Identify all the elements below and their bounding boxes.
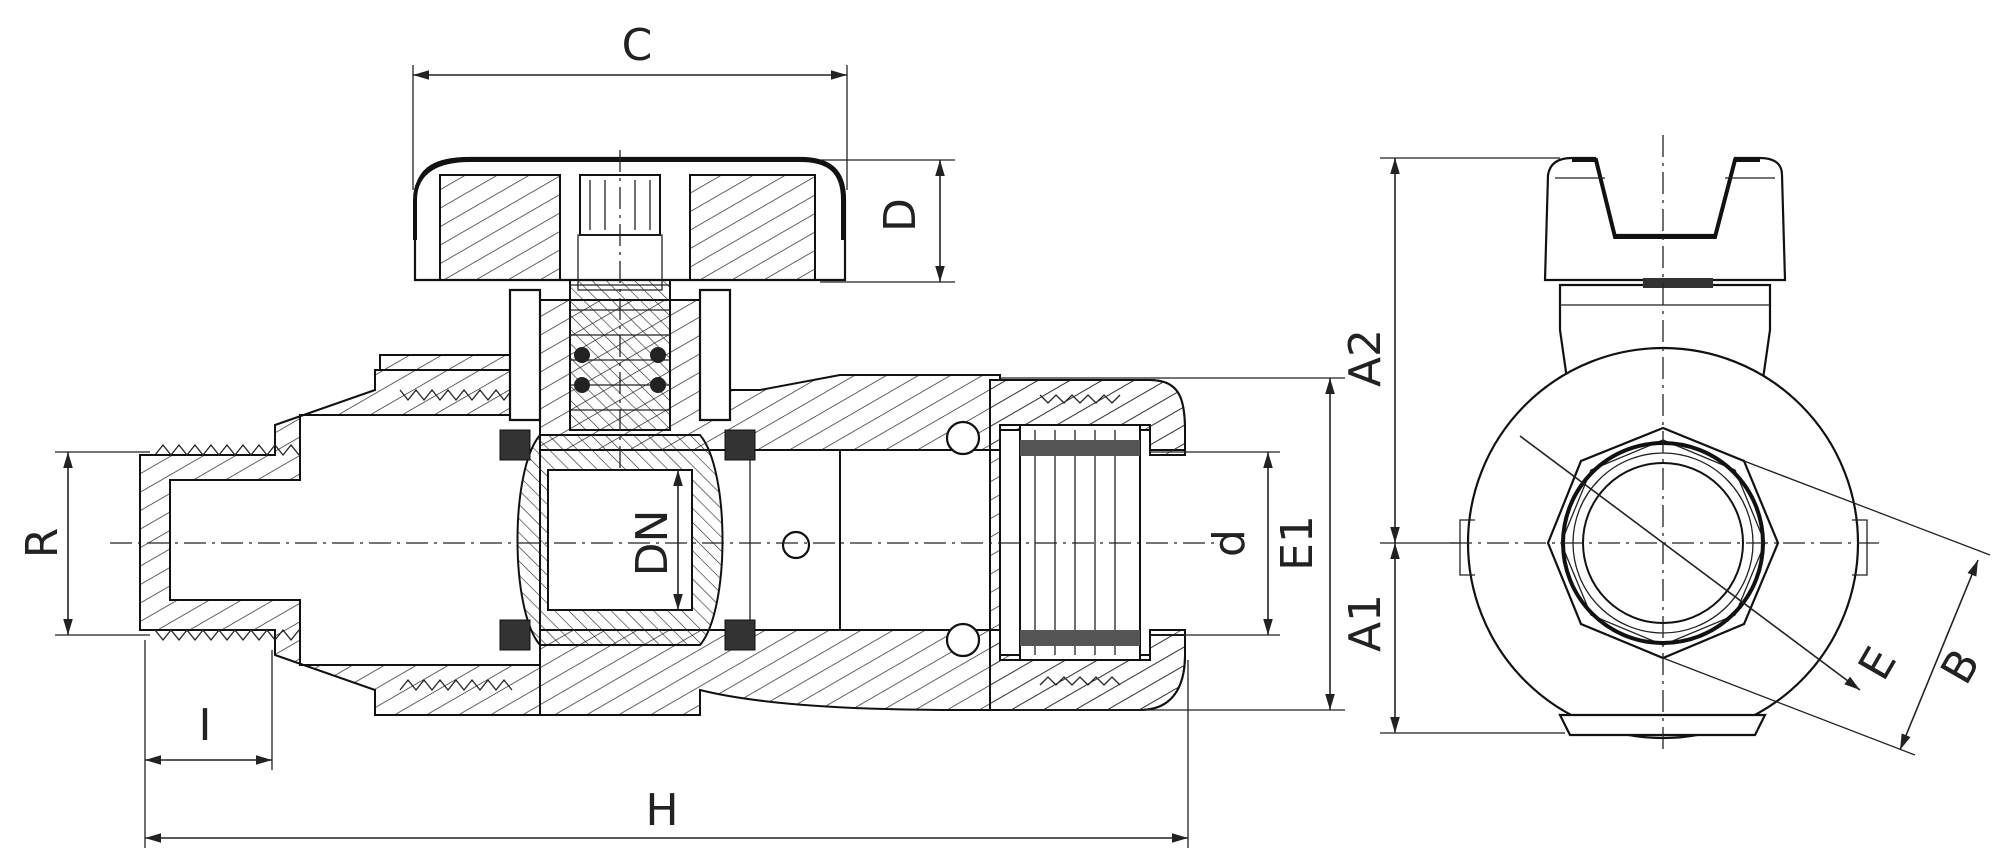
seat-ring-right xyxy=(724,429,756,461)
label-b: B xyxy=(1931,641,1990,693)
label-d-lower: d xyxy=(1204,529,1255,557)
end-view-handle xyxy=(1543,156,1787,282)
end-view: E B A2 A1 xyxy=(1340,135,1990,756)
label-dn: DN xyxy=(627,510,678,577)
label-a1: A1 xyxy=(1340,594,1391,652)
dim-e-line xyxy=(1519,435,1861,691)
seat-ring-left xyxy=(499,429,531,461)
label-r: R xyxy=(17,528,68,559)
label-d-upper: D xyxy=(875,198,926,232)
label-i: I xyxy=(199,700,212,751)
dim-b-line xyxy=(1899,559,1979,751)
label-h: H xyxy=(645,785,678,836)
label-e: E xyxy=(1849,639,1907,689)
label-a2: A2 xyxy=(1340,329,1391,387)
drain-hole xyxy=(781,530,811,560)
label-c: C xyxy=(622,20,653,71)
side-section-view: C D R DN d E1 I H xyxy=(17,20,1345,848)
label-e1: E1 xyxy=(1272,515,1323,571)
threaded-end xyxy=(139,369,541,716)
